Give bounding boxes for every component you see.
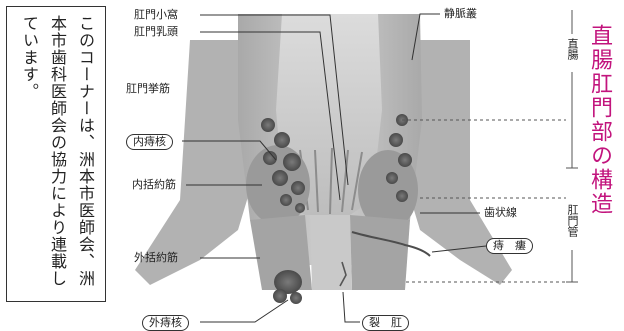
diagram-title: 直腸肛門部の構造 bbox=[586, 24, 612, 216]
section-label-anal-canal: 肛門管 bbox=[566, 204, 578, 237]
external-hemorrhoid-knots bbox=[273, 270, 302, 304]
label-venous-plexus: 静脈叢 bbox=[444, 7, 477, 21]
label-anal-papilla: 肛門乳頭 bbox=[134, 25, 178, 39]
label-levator-ani: 肛門挙筋 bbox=[126, 82, 170, 96]
label-anal-crypt: 肛門小窩 bbox=[134, 8, 178, 22]
external-sphincter-right bbox=[350, 215, 410, 290]
label-anal-fissure: 裂 肛 bbox=[362, 315, 409, 331]
label-external-sphincter: 外括約筋 bbox=[134, 251, 178, 265]
label-external-hemorrhoid: 外痔核 bbox=[142, 315, 189, 331]
label-anal-fistula: 痔 瘻 bbox=[486, 238, 533, 254]
label-dentate-line: 歯状線 bbox=[484, 206, 517, 220]
section-label-rectum: 直腸 bbox=[566, 38, 578, 60]
label-internal-hemorrhoid: 内痔核 bbox=[126, 134, 173, 150]
label-internal-sphincter: 内括約筋 bbox=[132, 178, 176, 192]
anal-canal bbox=[310, 215, 352, 290]
